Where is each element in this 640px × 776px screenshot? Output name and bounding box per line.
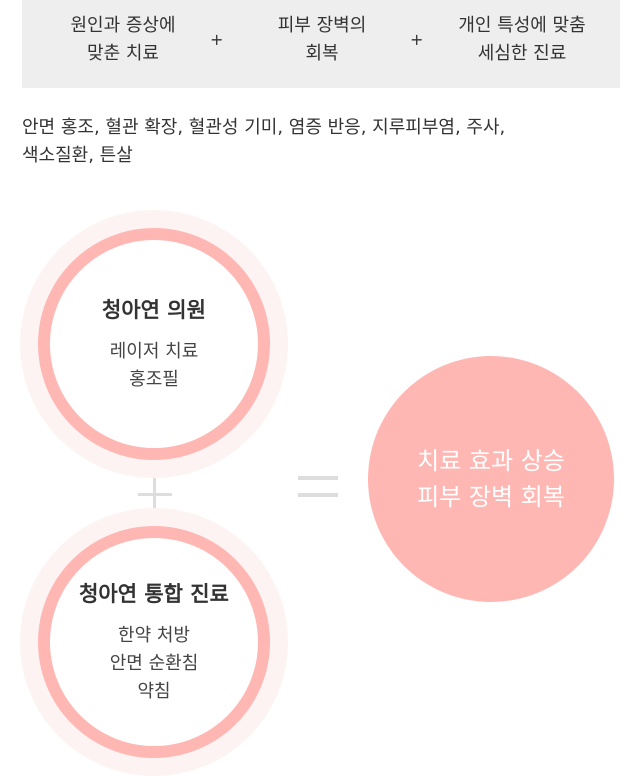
integrated-care-circle: 청아연 통합 진료 한약 처방 안면 순환침 약침 bbox=[38, 526, 270, 758]
plus-operator bbox=[138, 478, 172, 512]
header-plus-2: + bbox=[410, 30, 424, 49]
result-barrier: 피부 장벽 회복 bbox=[417, 483, 565, 511]
symptom-list: 안면 홍조, 혈관 확장, 혈관성 기미, 염증 반응, 지루피부염, 주사, … bbox=[22, 117, 506, 166]
header-item-custom-care: 개인 특성에 맞춤 세심한 진료 bbox=[458, 15, 586, 64]
clinic-circle: 청아연 의원 레이저 치료 홍조필 bbox=[38, 228, 270, 460]
integrated-treatment-acupuncture: 안면 순환침 bbox=[109, 653, 199, 674]
result-effect: 치료 효과 상승 bbox=[417, 447, 565, 475]
header-plus-1: + bbox=[210, 30, 224, 49]
clinic-treatment-laser: 레이저 치료 bbox=[109, 341, 199, 362]
integrated-treatment-herbal: 한약 처방 bbox=[118, 625, 190, 646]
clinic-title: 청아연 의원 bbox=[102, 298, 206, 322]
integrated-treatment-pharmacopuncture: 약침 bbox=[137, 681, 171, 702]
integrated-care-title: 청아연 통합 진료 bbox=[79, 582, 229, 606]
result-circle: 치료 효과 상승 피부 장벽 회복 bbox=[368, 356, 614, 602]
header-item-barrier-recovery: 피부 장벽의 회복 bbox=[277, 15, 367, 64]
header-item-cause-treatment: 원인과 증상에 맞춘 치료 bbox=[70, 15, 176, 64]
clinic-treatment-peel: 홍조필 bbox=[129, 369, 179, 390]
header-bar: 원인과 증상에 맞춘 치료 + 피부 장벽의 회복 + 개인 특성에 맞춤 세심… bbox=[22, 0, 620, 88]
equals-operator bbox=[298, 476, 338, 498]
